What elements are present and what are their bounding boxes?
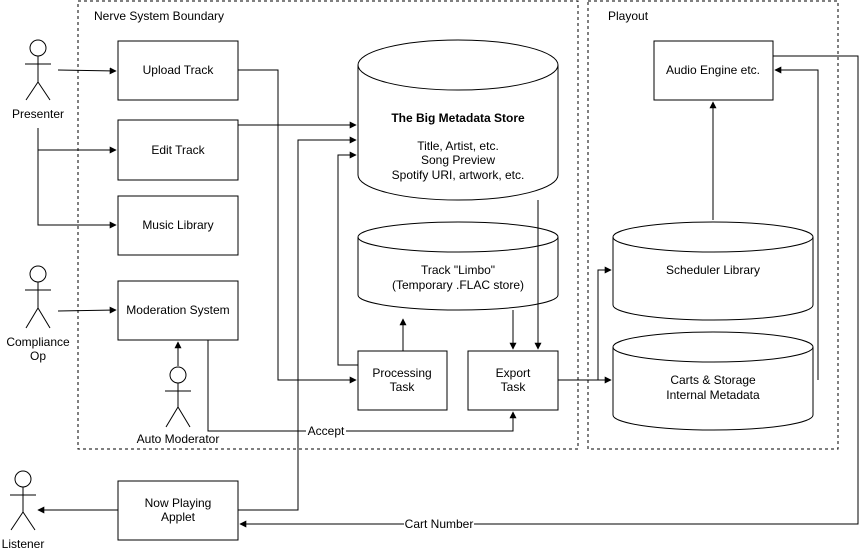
presenter-label: Presenter xyxy=(12,107,64,121)
limbo-store-cylinder: Track "Limbo" (Temporary .FLAC store) xyxy=(357,221,559,311)
metadata-store-title: The Big Metadata Store xyxy=(391,111,525,125)
carts-storage-cylinder: Carts & Storage Internal Metadata xyxy=(612,331,814,431)
audio-engine-box: Audio Engine etc. xyxy=(653,40,774,101)
metadata-store-cylinder: The Big Metadata Store Title, Artist, et… xyxy=(357,39,559,201)
listener-label: Listener xyxy=(2,537,45,550)
metadata-store-line-1: Title, Artist, etc. xyxy=(417,139,499,153)
auto-moderator-actor-icon xyxy=(165,366,191,428)
upload-track-box: Upload Track xyxy=(117,40,239,101)
now-playing-applet-box: Now Playing Applet xyxy=(117,480,239,541)
playout-boundary-label: Playout xyxy=(608,9,649,23)
edit-track-label: Edit Track xyxy=(151,143,205,157)
processing-task-label-1: Processing xyxy=(372,366,431,380)
processing-task-label-2: Task xyxy=(390,380,416,394)
cart-number-arrow xyxy=(239,55,859,528)
music-library-label: Music Library xyxy=(142,218,213,232)
carts-storage-line-1: Carts & Storage xyxy=(670,373,756,387)
moderation-system-box: Moderation System xyxy=(117,280,239,341)
carts-storage-line-2: Internal Metadata xyxy=(666,388,760,402)
now-playing-to-metadata-arrow xyxy=(238,136,357,511)
compliance-label-2: Op xyxy=(30,349,46,363)
cart-number-label: Cart Number xyxy=(405,517,474,531)
now-playing-label-2: Applet xyxy=(161,510,196,524)
playout-boundary xyxy=(587,0,839,450)
auto-moderator-label: Auto Moderator xyxy=(137,432,220,446)
listener-actor-icon xyxy=(10,470,36,531)
moderation-system-label: Moderation System xyxy=(126,303,229,317)
limbo-store-line-1: Track "Limbo" xyxy=(421,263,495,277)
processing-task-box: Processing Task xyxy=(357,350,448,411)
moderation-accept-arrow xyxy=(207,340,517,432)
compliance-to-moderation-arrow xyxy=(57,306,117,314)
export-task-label-1: Export xyxy=(496,366,531,380)
nerve-boundary-label: Nerve System Boundary xyxy=(94,9,224,23)
presenter-to-upload-arrow xyxy=(57,67,117,75)
metadata-store-line-2: Song Preview xyxy=(421,153,495,167)
export-to-scheduler-arrow xyxy=(597,266,612,380)
music-library-box: Music Library xyxy=(117,195,239,256)
carts-to-audio-engine-arrow xyxy=(774,66,819,380)
scheduler-library-cylinder: Scheduler Library xyxy=(612,221,814,321)
audio-engine-label: Audio Engine etc. xyxy=(666,63,760,77)
processing-to-metadata-arrow xyxy=(337,151,358,366)
edit-track-box: Edit Track xyxy=(117,119,239,181)
compliance-op-actor-icon xyxy=(25,265,51,329)
scheduler-library-label: Scheduler Library xyxy=(666,263,760,277)
presenter-actor-icon xyxy=(25,39,51,101)
accept-label: Accept xyxy=(308,424,345,438)
metadata-store-line-3: Spotify URI, artwork, etc. xyxy=(392,168,525,182)
compliance-label-1: Compliance xyxy=(6,335,70,349)
upload-to-processing-arrow xyxy=(238,69,357,384)
export-task-box: Export Task xyxy=(467,350,559,411)
now-playing-label-1: Now Playing xyxy=(145,496,212,510)
limbo-store-line-2: (Temporary .FLAC store) xyxy=(392,278,524,292)
presenter-to-library-arrow xyxy=(37,128,117,229)
export-task-label-2: Task xyxy=(501,380,527,394)
upload-track-label: Upload Track xyxy=(143,63,215,77)
